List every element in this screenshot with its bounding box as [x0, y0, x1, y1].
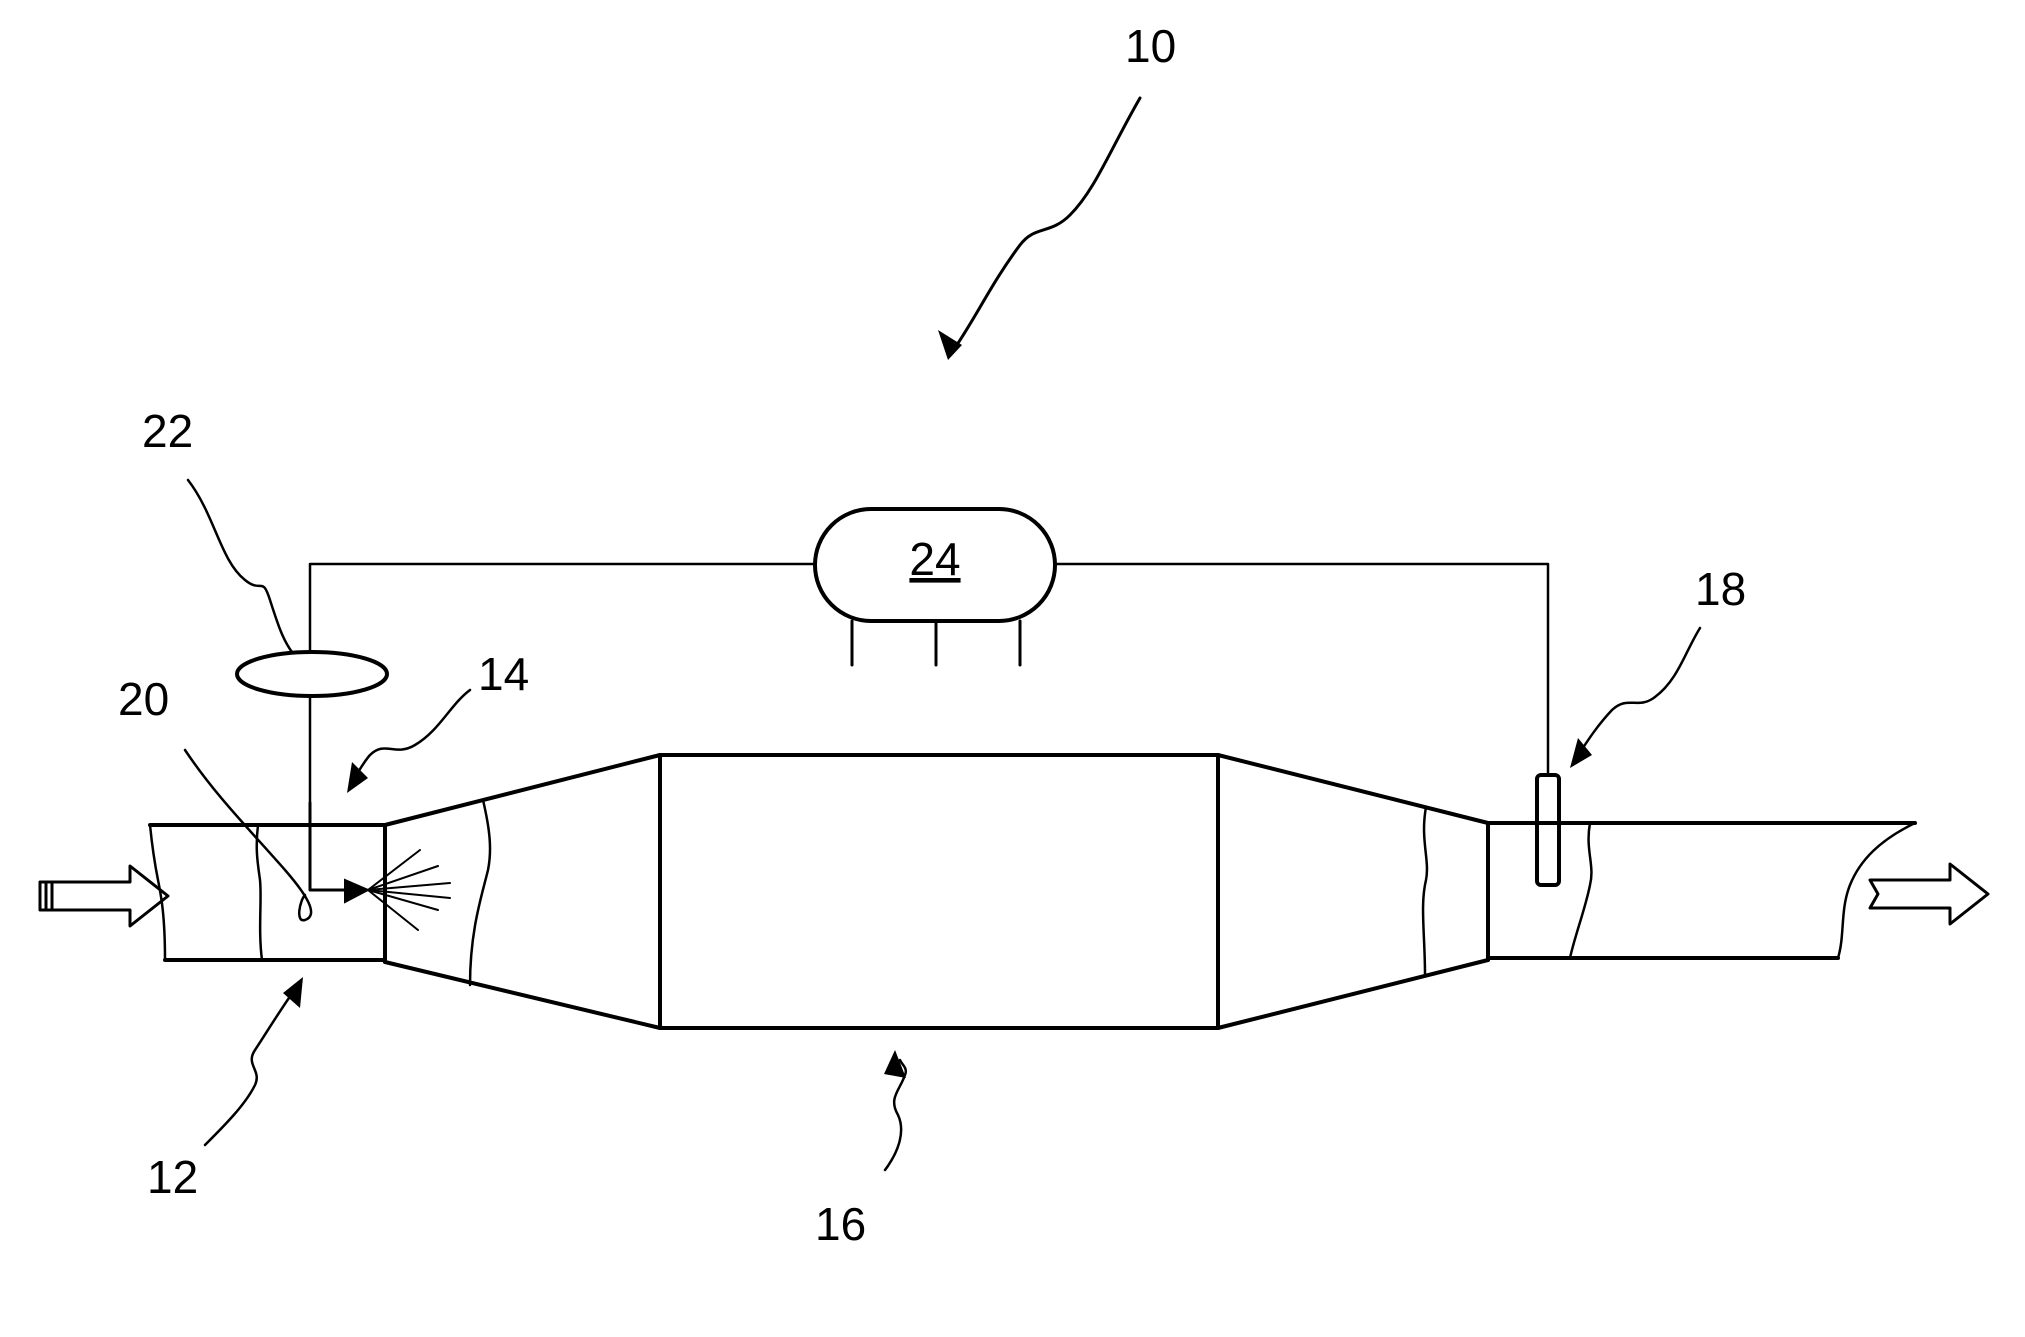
injector-14	[310, 803, 450, 930]
leader-22	[188, 480, 292, 652]
leader-16	[884, 1050, 906, 1170]
reservoir-22	[237, 652, 387, 696]
leader-10	[938, 98, 1140, 360]
label-24: 24	[909, 533, 960, 585]
label-16: 16	[815, 1198, 866, 1250]
label-12: 12	[147, 1151, 198, 1203]
leader-20	[185, 750, 311, 920]
leader-12	[205, 977, 303, 1145]
sensor-18	[1537, 775, 1559, 885]
label-20: 20	[118, 673, 169, 725]
inlet-flow-arrow	[40, 866, 168, 926]
label-22: 22	[142, 405, 193, 457]
label-18: 18	[1695, 563, 1746, 615]
label-14: 14	[478, 648, 529, 700]
catalytic-converter-16	[385, 755, 1488, 1028]
leader-14	[347, 690, 470, 793]
label-10: 10	[1125, 20, 1176, 72]
outlet-pipe	[1488, 823, 1915, 958]
outlet-flow-arrow	[1870, 864, 1988, 924]
leader-18	[1570, 628, 1700, 768]
